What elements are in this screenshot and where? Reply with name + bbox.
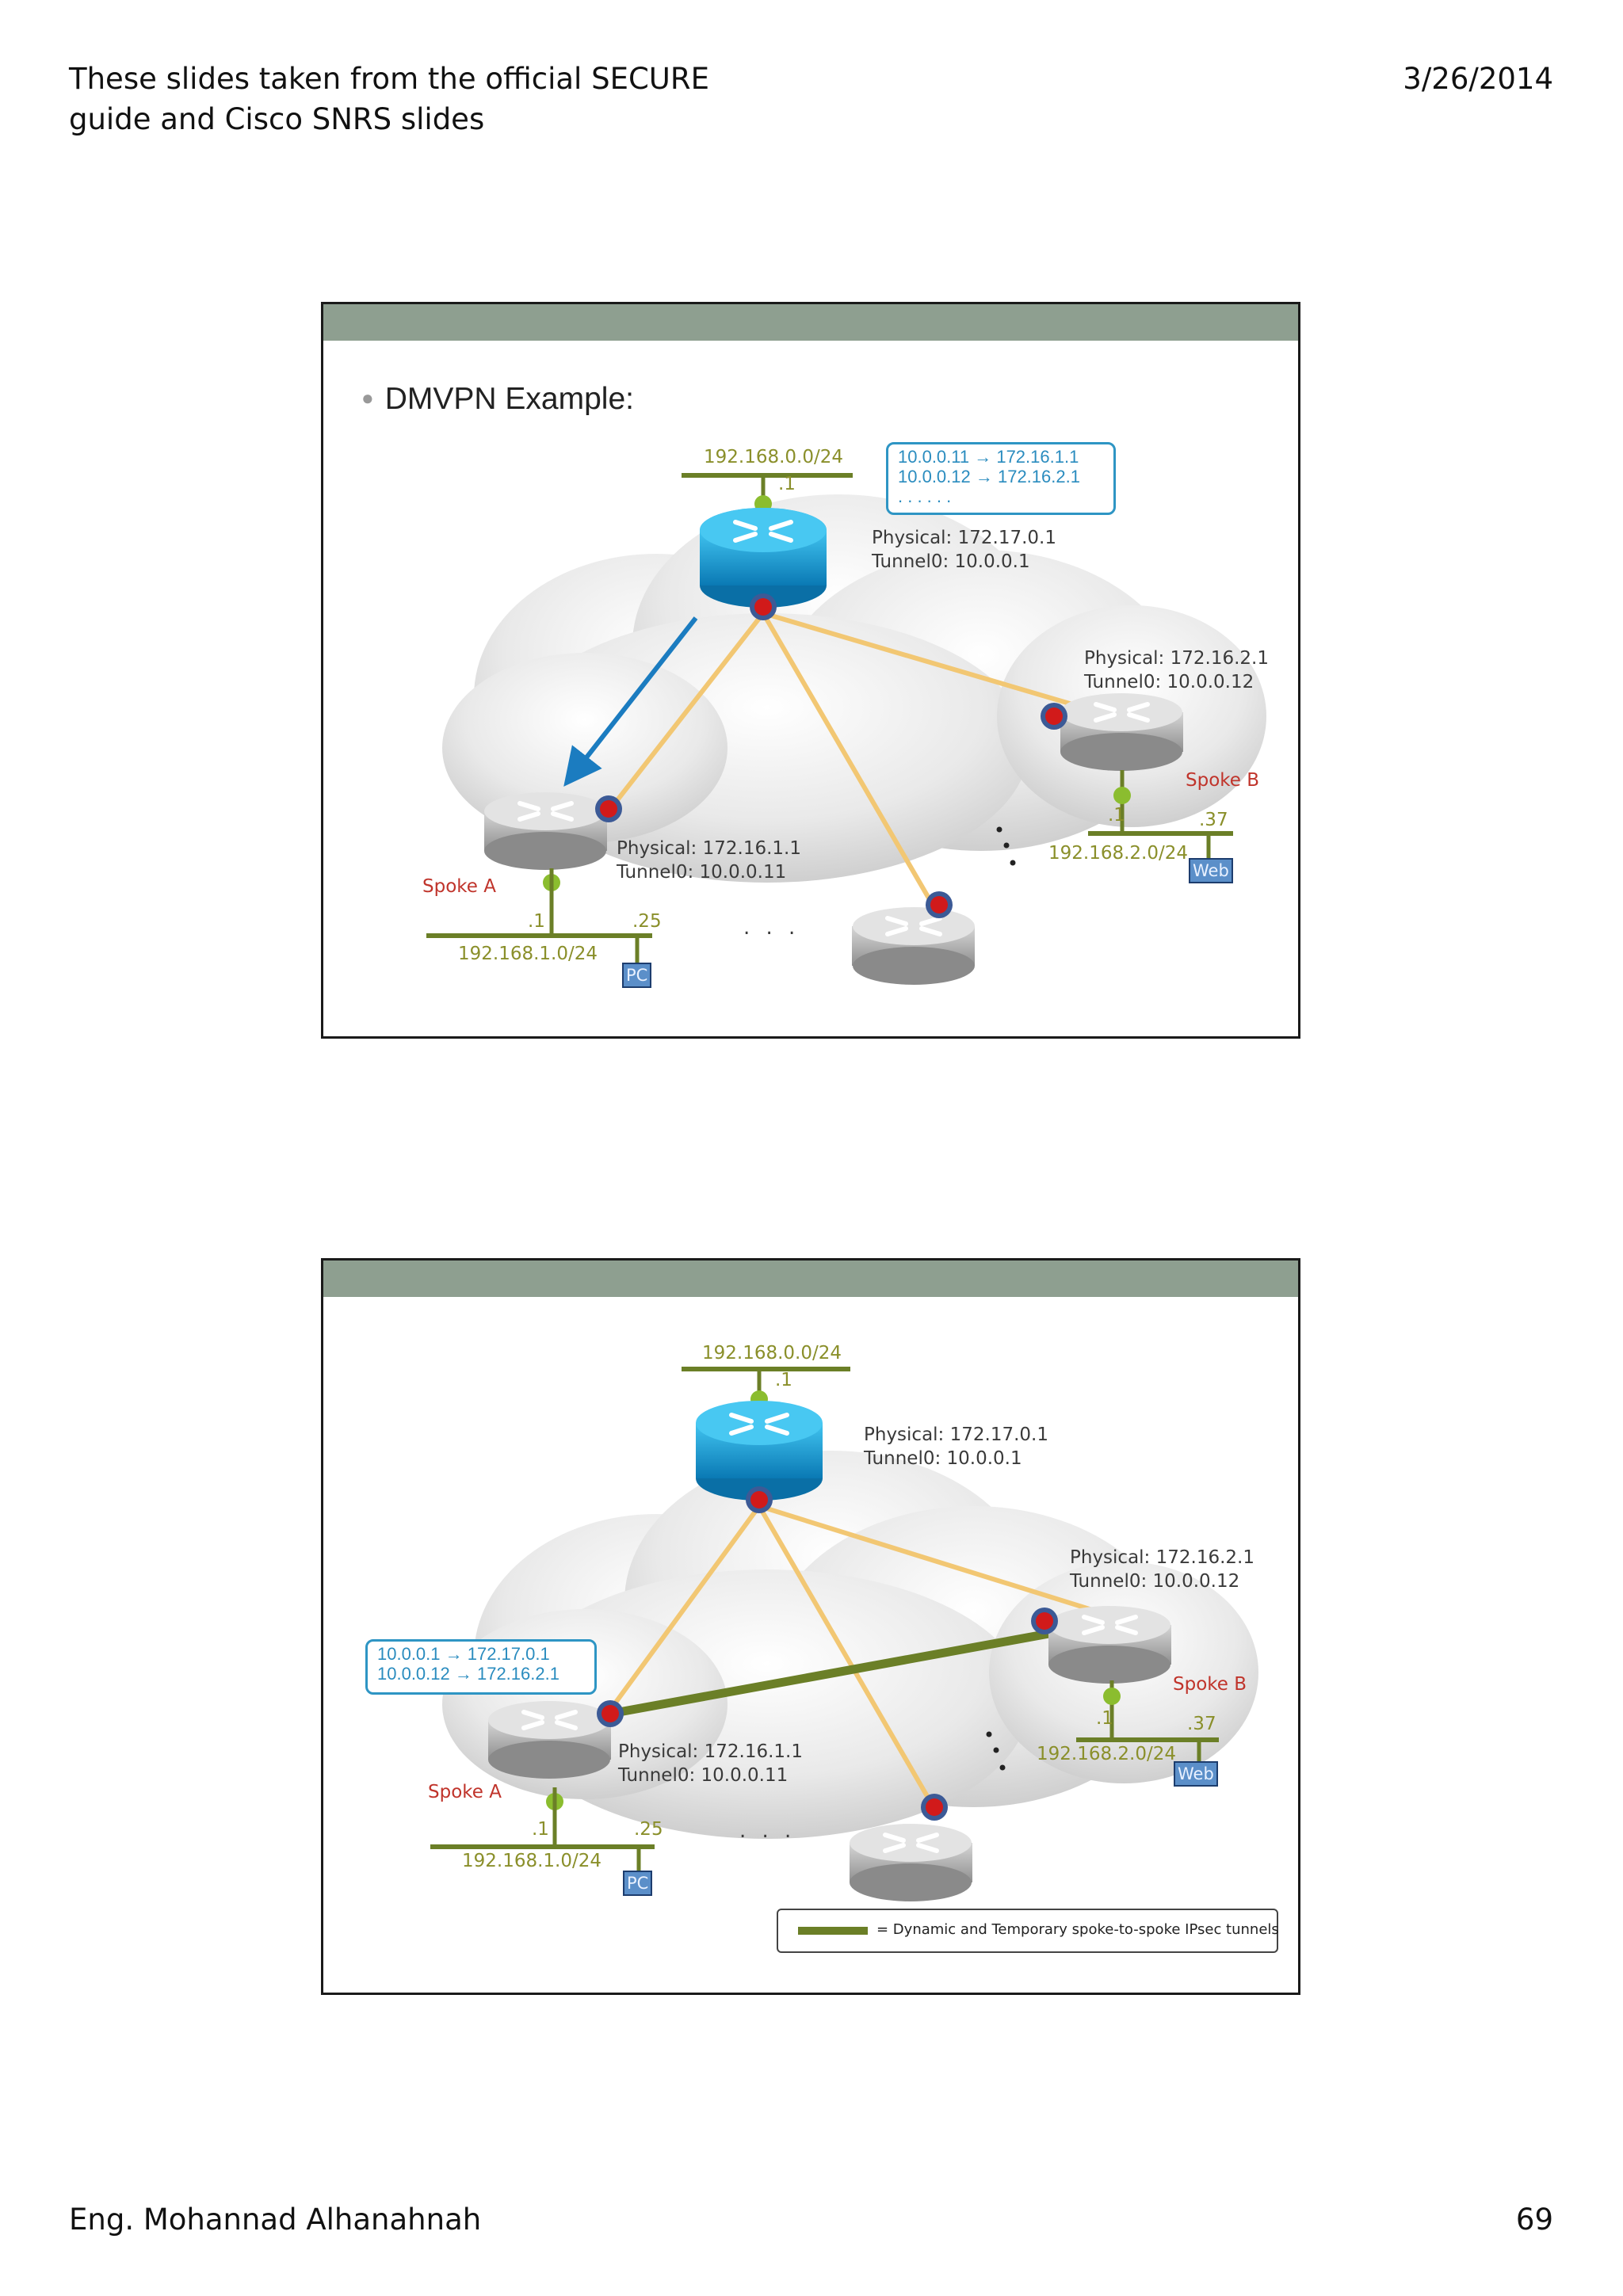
- header-date: 3/26/2014: [1403, 62, 1553, 96]
- hub-router-icon: [696, 1401, 823, 1513]
- web-server-icon: Web: [1189, 858, 1233, 883]
- page-number: 69: [1515, 2203, 1553, 2237]
- resolution-arrow: [563, 616, 698, 787]
- bullet-icon: ●: [361, 386, 374, 410]
- spoke-b-router-icon: [1041, 693, 1183, 771]
- spoke-a-host1-label: .1: [532, 1819, 549, 1840]
- spoke-b-label: Spoke B: [1173, 1674, 1247, 1695]
- spoke-a-lan-label: 192.168.1.0/24: [458, 944, 598, 964]
- hub-lan-label: 192.168.0.0/24: [704, 447, 844, 467]
- more-spokes-dots: . . .: [739, 1819, 796, 1843]
- pc-icon: PC: [622, 963, 652, 988]
- hub-lan-label: 192.168.0.0/24: [702, 1343, 842, 1363]
- network-diagram: [426, 473, 1266, 985]
- more-spokes-dots: . . .: [743, 916, 800, 940]
- nhrp-mapping-box: 10.0.0.1 → 172.17.0.1 10.0.0.12 → 172.16…: [365, 1639, 597, 1695]
- spoke-a-lan-segment: [426, 868, 652, 966]
- header-title-line2: guide and Cisco SNRS slides: [69, 102, 485, 136]
- spoke-b-host1-label: .1: [1096, 1708, 1113, 1729]
- spoke-b-host1-label: .1: [1108, 805, 1125, 826]
- spoke-b-host2-label: .37: [1187, 1714, 1216, 1734]
- more-spokes-dots-icon: [996, 826, 1016, 866]
- spoke-a-lan-segment: [430, 1787, 655, 1875]
- header-title-line1: These slides taken from the official SEC…: [69, 62, 709, 96]
- more-spokes-dots-icon: [986, 1731, 1006, 1771]
- spoke-b-lan-label: 192.168.2.0/24: [1048, 843, 1189, 864]
- hub-router-icon: [700, 508, 827, 620]
- web-server-icon: Web: [1174, 1761, 1218, 1787]
- legend-swatch: [798, 1927, 868, 1935]
- spoke-a-host2-label: .25: [634, 1819, 663, 1840]
- spoke-a-router-icon: [488, 1700, 624, 1779]
- spoke-b-router-icon: [1031, 1606, 1171, 1684]
- mapping-line-3: . . . . . .: [898, 486, 952, 506]
- slide-title: ●DMVPN Example:: [361, 382, 634, 416]
- slide-header-bar: [323, 304, 1298, 341]
- spoke-b-lan-segment: [1076, 1680, 1219, 1764]
- mapping-line-1: 10.0.0.1 → 172.17.0.1: [377, 1644, 550, 1664]
- spoke-b-label: Spoke B: [1186, 770, 1260, 791]
- network-diagram: [430, 1367, 1258, 1901]
- hub-host-label: .1: [778, 474, 796, 494]
- spoke-b-lan-segment: [1088, 770, 1233, 859]
- spoke-c-router-icon: [850, 1794, 972, 1901]
- slide-header-bar: [323, 1261, 1298, 1297]
- legend-box: = Dynamic and Temporary spoke-to-spoke I…: [777, 1909, 1279, 1953]
- footer-author: Eng. Mohannad Alhanahnah: [69, 2203, 482, 2237]
- legend-text: = Dynamic and Temporary spoke-to-spoke I…: [876, 1921, 1279, 1938]
- slide-dmvpn-example: ●DMVPN Example:: [321, 302, 1300, 1039]
- hub-spoke-tunnels: [606, 1504, 1128, 1809]
- spoke-a-label: Spoke A: [428, 1782, 502, 1802]
- spoke-a-host1-label: .1: [528, 911, 545, 932]
- spoke-to-spoke-tunnel: [609, 1615, 1128, 1718]
- mapping-line-2: 10.0.0.12 → 172.16.2.1: [377, 1664, 559, 1684]
- nhrp-mapping-box: 10.0.0.11 → 172.16.1.1 10.0.0.12 → 172.1…: [886, 442, 1116, 515]
- spoke-a-router-icon: [484, 792, 622, 870]
- document-header-title: These slides taken from the official SEC…: [69, 59, 782, 139]
- pc-icon: PC: [623, 1871, 653, 1896]
- mapping-line-2: 10.0.0.12 → 172.16.2.1: [898, 467, 1080, 486]
- spoke-a-lan-label: 192.168.1.0/24: [462, 1851, 602, 1871]
- spoke-b-host2-label: .37: [1199, 810, 1228, 830]
- spoke-a-label: Spoke A: [422, 876, 496, 897]
- spoke-c-router-icon: [852, 891, 975, 985]
- spoke-a-host2-label: .25: [632, 911, 662, 932]
- hub-host-label: .1: [775, 1370, 792, 1390]
- mapping-line-1: 10.0.0.11 → 172.16.1.1: [898, 447, 1079, 467]
- spoke-b-lan-label: 192.168.2.0/24: [1037, 1744, 1177, 1764]
